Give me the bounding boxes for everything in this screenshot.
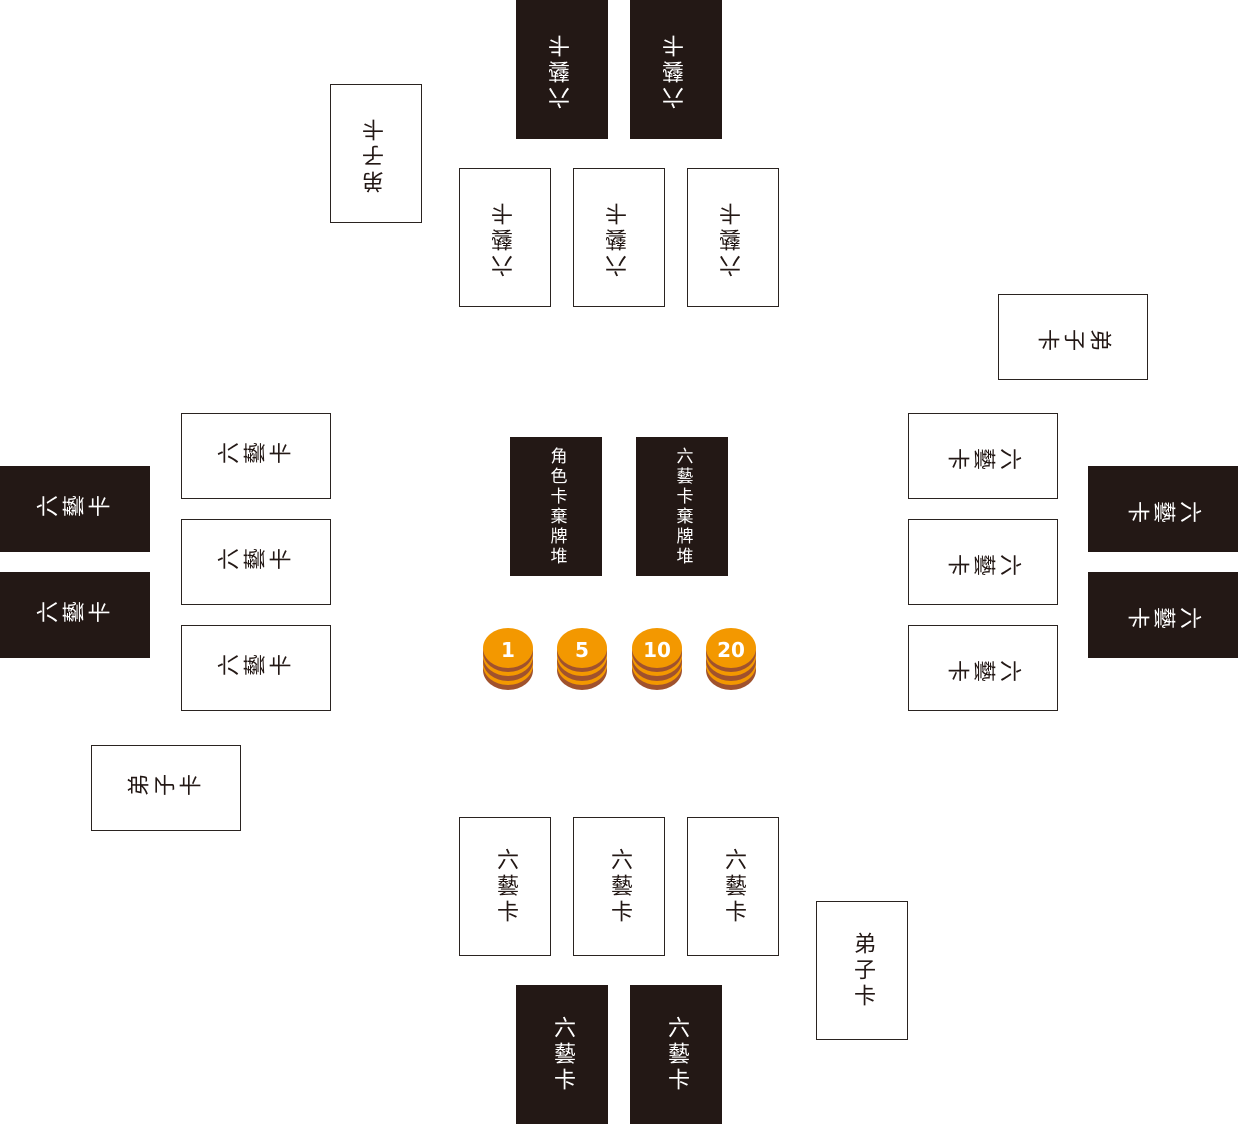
bottom-hand-card-1[interactable]: 六藝卡 (516, 985, 608, 1124)
left-disciple-card[interactable]: 弟子卡 (91, 745, 241, 831)
chip-stack-icon (557, 628, 607, 690)
card-label: 六藝卡 (36, 602, 114, 627)
bottom-hand-card-2[interactable]: 六藝卡 (630, 985, 722, 1124)
chip-value: 1 (501, 638, 515, 662)
card-label: 六藝卡 (217, 443, 295, 468)
card-label: 六藝卡 (721, 847, 746, 926)
right-art-card-3[interactable]: 六藝卡 (908, 625, 1058, 711)
card-label: 弟子卡 (363, 114, 388, 193)
card-label: 六藝卡 (664, 1015, 689, 1094)
card-label: 六藝卡 (492, 198, 517, 277)
right-disciple-card[interactable]: 弟子卡 (998, 294, 1148, 380)
top-disciple-card[interactable]: 弟子卡 (330, 84, 422, 223)
card-label: 六藝卡 (720, 198, 745, 277)
bottom-disciple-card[interactable]: 弟子卡 (816, 901, 908, 1040)
pile-label: 六藝卡棄牌堆 (672, 446, 693, 567)
chip-value: 5 (575, 638, 589, 662)
card-label: 六藝卡 (663, 30, 688, 109)
bottom-art-card-3[interactable]: 六藝卡 (687, 817, 779, 956)
card-label: 六藝卡 (493, 847, 518, 926)
chip-stack-10[interactable]: 10 (631, 626, 683, 694)
right-hand-card-2[interactable]: 六藝卡 (1088, 572, 1238, 658)
top-art-card-1[interactable]: 六藝卡 (459, 168, 551, 307)
chip-stack-icon (483, 628, 533, 690)
card-label: 六藝卡 (217, 655, 295, 680)
bottom-art-card-2[interactable]: 六藝卡 (573, 817, 665, 956)
bottom-art-card-1[interactable]: 六藝卡 (459, 817, 551, 956)
card-label: 六藝卡 (607, 847, 632, 926)
chip-stack-icon (632, 628, 682, 690)
card-label: 弟子卡 (127, 775, 205, 800)
card-label: 六藝卡 (944, 656, 1022, 681)
role-discard-pile[interactable]: 角色卡棄牌堆 (510, 437, 602, 576)
card-label: 六藝卡 (217, 549, 295, 574)
chip-value: 10 (643, 638, 671, 662)
card-label: 六藝卡 (36, 496, 114, 521)
right-art-card-2[interactable]: 六藝卡 (908, 519, 1058, 605)
left-hand-card-2[interactable]: 六藝卡 (0, 572, 150, 658)
chip-stack-20[interactable]: 20 (705, 626, 757, 694)
top-art-card-3[interactable]: 六藝卡 (687, 168, 779, 307)
left-art-card-1[interactable]: 六藝卡 (181, 413, 331, 499)
right-art-card-1[interactable]: 六藝卡 (908, 413, 1058, 499)
card-label: 六藝卡 (550, 1015, 575, 1094)
chip-stack-1[interactable]: 1 (482, 626, 534, 694)
left-hand-card-1[interactable]: 六藝卡 (0, 466, 150, 552)
card-label: 六藝卡 (1124, 497, 1202, 522)
card-label: 六藝卡 (944, 444, 1022, 469)
top-hand-card-1[interactable]: 六藝卡 (516, 0, 608, 139)
card-label: 六藝卡 (1124, 603, 1202, 628)
pile-label: 角色卡棄牌堆 (546, 446, 567, 567)
card-label: 弟子卡 (1034, 325, 1112, 350)
card-label: 弟子卡 (850, 931, 875, 1010)
left-art-card-2[interactable]: 六藝卡 (181, 519, 331, 605)
card-label: 六藝卡 (944, 550, 1022, 575)
card-label: 六藝卡 (606, 198, 631, 277)
chip-value: 20 (717, 638, 745, 662)
card-label: 六藝卡 (549, 30, 574, 109)
six-arts-discard-pile[interactable]: 六藝卡棄牌堆 (636, 437, 728, 576)
top-hand-card-2[interactable]: 六藝卡 (630, 0, 722, 139)
left-art-card-3[interactable]: 六藝卡 (181, 625, 331, 711)
right-hand-card-1[interactable]: 六藝卡 (1088, 466, 1238, 552)
chip-stack-icon (706, 628, 756, 690)
top-art-card-2[interactable]: 六藝卡 (573, 168, 665, 307)
chip-stack-5[interactable]: 5 (556, 626, 608, 694)
